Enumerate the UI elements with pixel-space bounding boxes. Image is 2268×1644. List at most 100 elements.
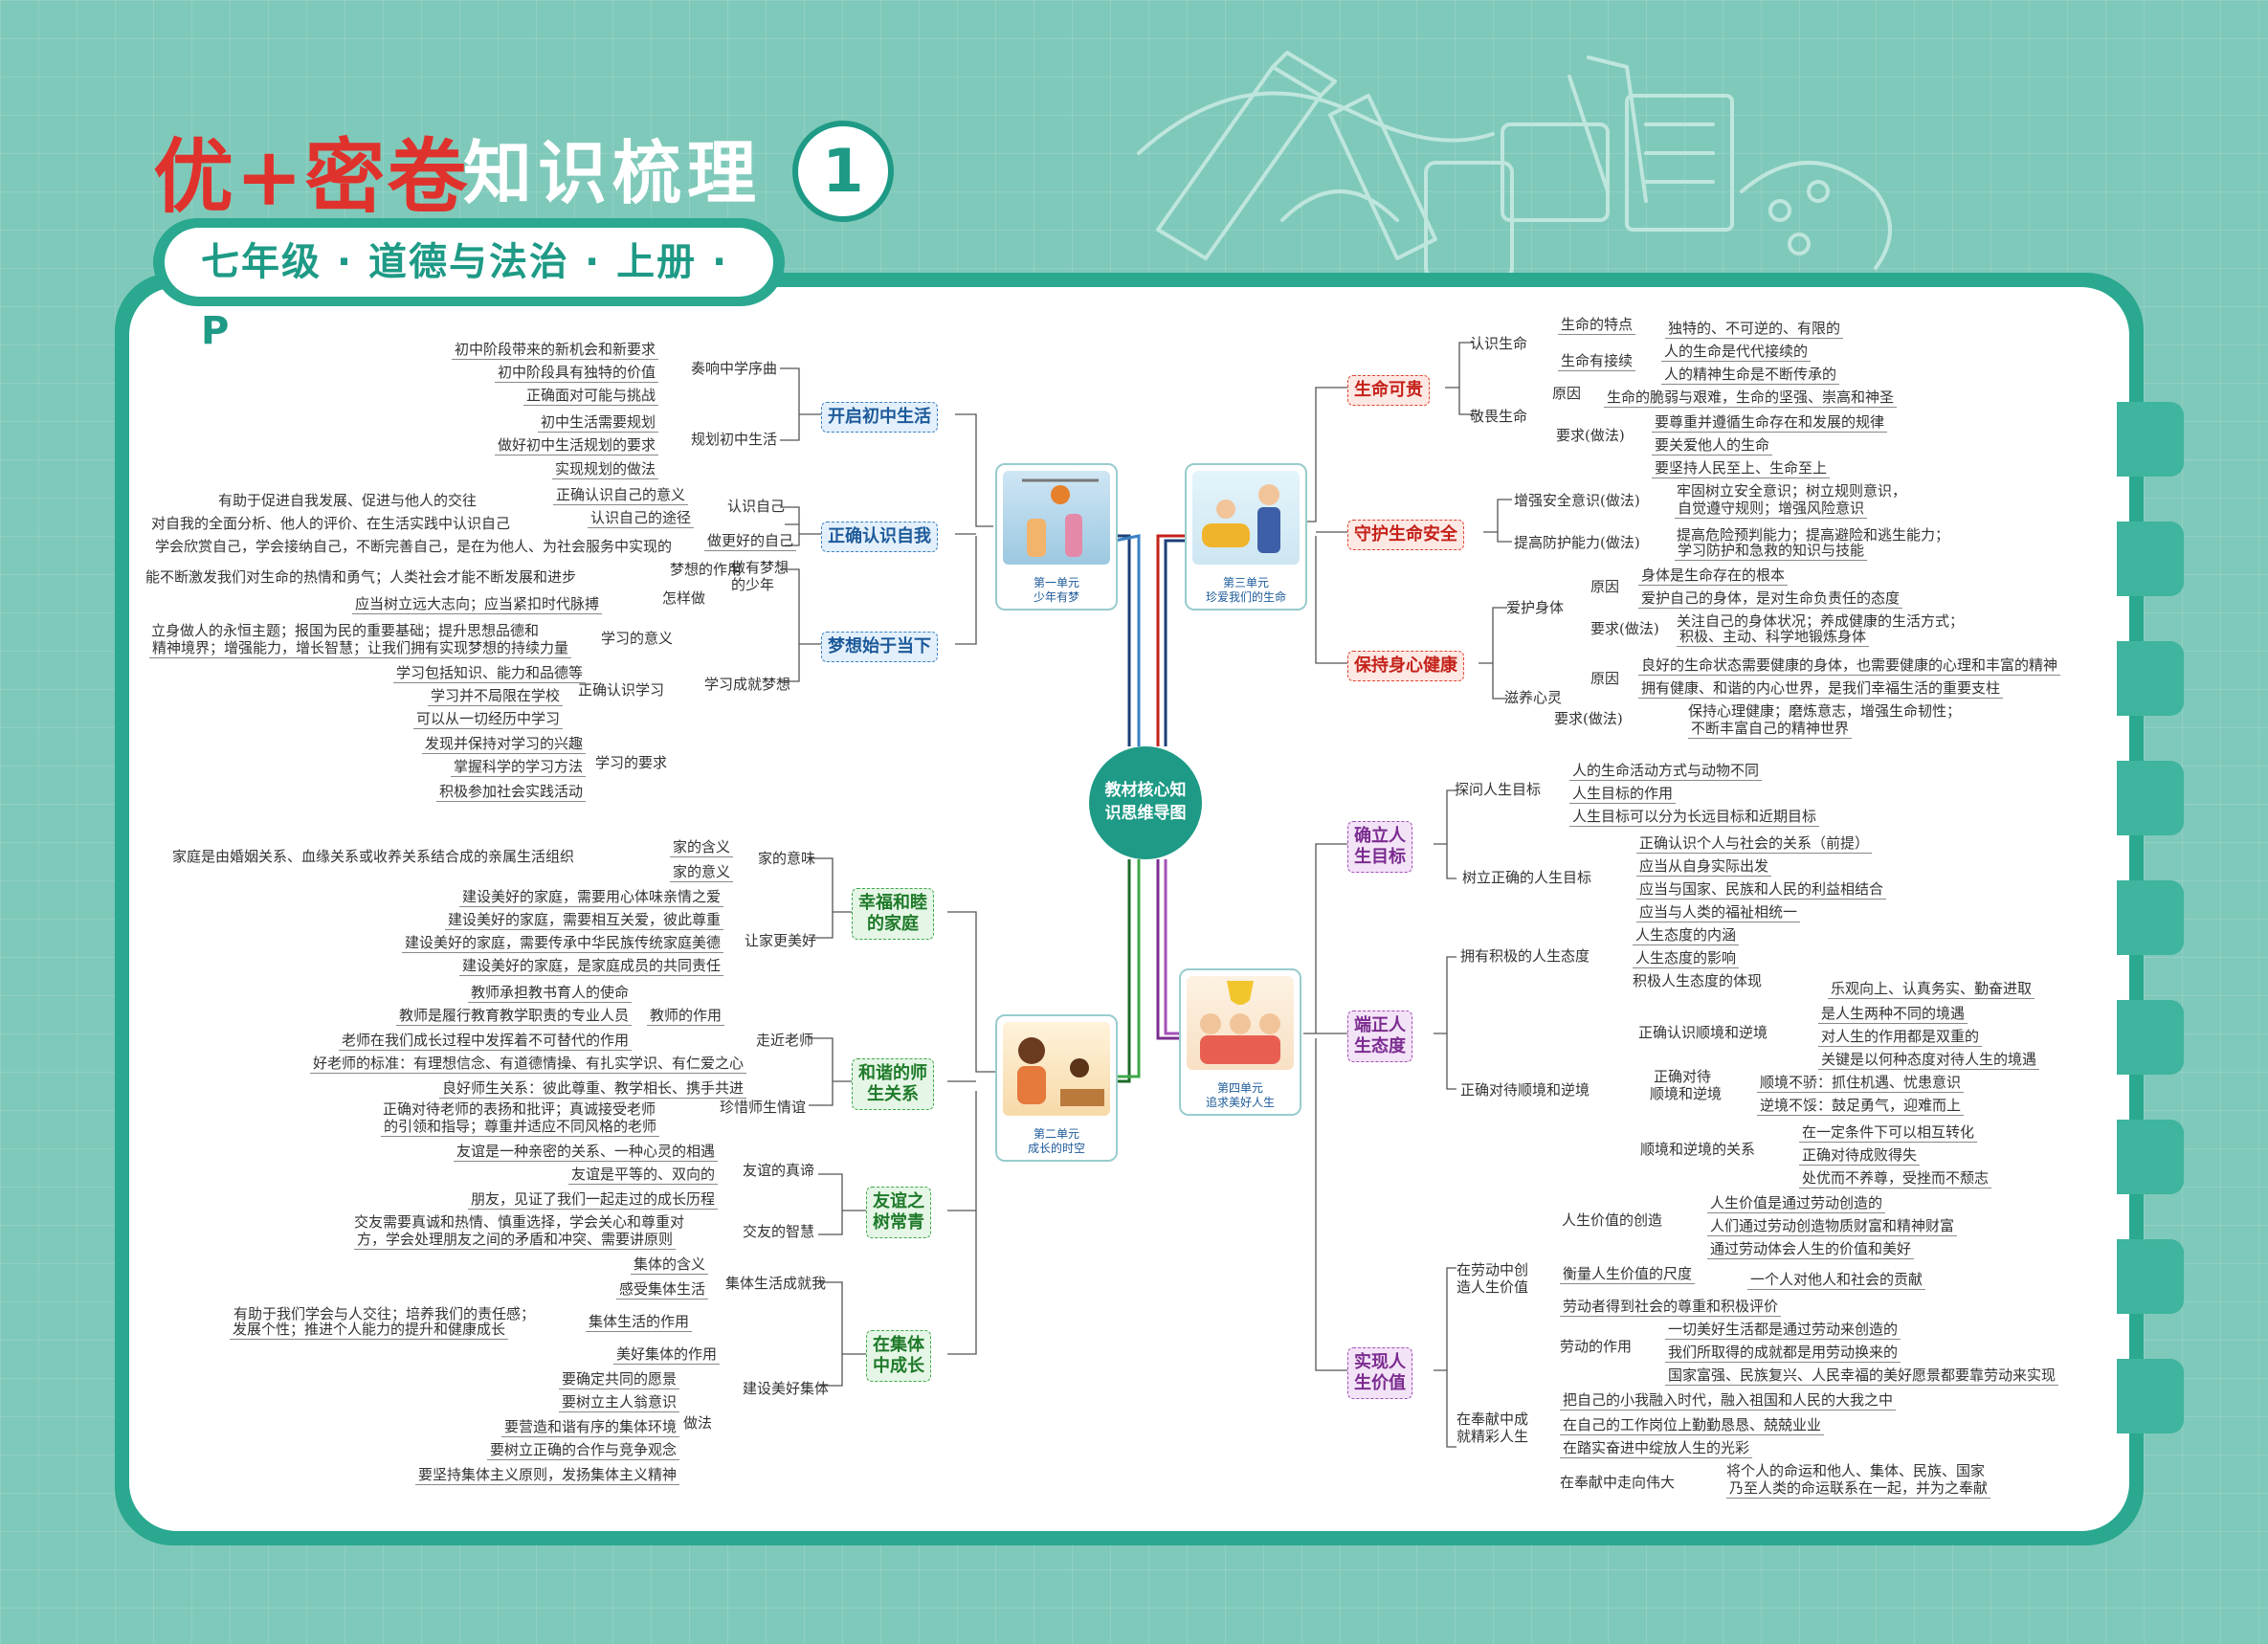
unit-card-4[interactable]: 第四单元追求美好人生 xyxy=(1179,968,1301,1116)
map-node: 学习防护和急救的知识与技能 xyxy=(1675,542,1868,561)
map-node: 友谊是一种亲密的关系、一种心灵的相遇 xyxy=(453,1143,718,1162)
map-node: 一切美好生活都是通过劳动来创造的 xyxy=(1665,1321,1901,1340)
map-node: 初中生活需要规划 xyxy=(537,413,658,433)
page-number-badge: 1 xyxy=(792,121,894,222)
map-node: 怎样做 xyxy=(662,589,706,607)
brand-text-rest: 密卷 xyxy=(304,129,470,224)
topic-box-blue[interactable]: 开启初中生活 xyxy=(821,402,938,433)
page-title: 知识梳理 xyxy=(463,133,763,213)
map-node: 交友的智慧 xyxy=(743,1223,815,1240)
map-node: 做有梦想 xyxy=(731,559,789,576)
map-node: 教师的作用 xyxy=(647,1007,725,1026)
map-node: 精神境界；增强能力，增长智慧；让我们拥有实现梦想的持续力量 xyxy=(149,639,572,658)
unit-label: 少年有梦 xyxy=(1033,590,1079,604)
teacher-icon xyxy=(1017,1037,1104,1106)
map-node: 建设美好的家庭，是家庭成员的共同责任 xyxy=(458,957,723,976)
map-node: 处优而不养尊，受挫而不颓志 xyxy=(1799,1169,1992,1189)
map-node: 爱护自己的身体，是对生命负责任的态度 xyxy=(1638,589,1903,609)
topic-box-blue[interactable]: 梦想始于当下 xyxy=(821,632,938,662)
map-node: 人生态度的影响 xyxy=(1633,949,1740,968)
topic-box-green[interactable]: 幸福和睦 的家庭 xyxy=(852,888,934,940)
topic-box-purple[interactable]: 实现人 生价值 xyxy=(1347,1347,1412,1399)
map-node: 做好初中生活规划的要求 xyxy=(494,436,658,455)
map-node: 正确对待顺境和逆境 xyxy=(1460,1081,1590,1099)
map-node: 一个人对他人和社会的贡献 xyxy=(1747,1271,1926,1290)
center-line2: 识思维导图 xyxy=(1104,804,1187,823)
map-node: 学习的要求 xyxy=(595,754,668,771)
unit-label: 第四单元 xyxy=(1216,1081,1263,1095)
map-node: 是人生两种不同的境遇 xyxy=(1818,1005,1968,1024)
map-node: 要求(做法) xyxy=(1554,710,1623,727)
map-node: 拥有积极的人生态度 xyxy=(1460,947,1590,965)
map-node: 应当树立远大志向；应当紧扣时代脉搏 xyxy=(352,595,603,614)
map-node: 在奉献中走向伟大 xyxy=(1560,1474,1676,1491)
map-node: 应当与人类的福祉相统一 xyxy=(1636,903,1801,922)
map-node: 在自己的工作岗位上勤勤恳恳、兢兢业业 xyxy=(1560,1416,1825,1435)
map-node: 要坚持集体主义原则，发扬集体主义精神 xyxy=(414,1466,679,1485)
binder-tab xyxy=(2117,522,2184,596)
map-node: 的引领和指导；尊重并适应不同风格的老师 xyxy=(381,1118,660,1137)
map-node: 可以从一切经历中学习 xyxy=(412,710,563,729)
map-node: 乐观向上、认真务实、勤奋进取 xyxy=(1828,980,2035,999)
topic-box-red[interactable]: 保持身心健康 xyxy=(1347,651,1464,681)
map-node: 学习并不局限在学校 xyxy=(427,687,563,706)
safety-illustration xyxy=(1192,471,1300,565)
map-node: 要求(做法) xyxy=(1556,427,1625,444)
map-node: 国家富强、民族复兴、人民幸福的美好愿景都要靠劳动来实现 xyxy=(1665,1366,2059,1386)
map-node: 人生态度的内涵 xyxy=(1633,926,1740,945)
binder-tab xyxy=(2117,641,2184,716)
map-node: 对人生的作用都是双重的 xyxy=(1818,1028,1983,1047)
center-node[interactable]: 教材核心知 识思维导图 xyxy=(1089,746,1202,859)
unit-card-1[interactable]: 第一单元少年有梦 xyxy=(995,463,1118,611)
map-node: 人的生命活动方式与动物不同 xyxy=(1569,762,1763,781)
map-node: 方，学会处理朋友之间的矛盾和冲突、需要讲原则 xyxy=(354,1231,677,1250)
map-node: 要确定共同的愿景 xyxy=(558,1370,679,1389)
map-node: 应当从自身实际出发 xyxy=(1636,857,1772,877)
subtitle-pill: 七年级 · 道德与法治 · 上册 · P xyxy=(165,228,773,353)
map-node: 生命的特点 xyxy=(1558,316,1636,335)
topic-box-red[interactable]: 守护生命安全 xyxy=(1347,520,1464,550)
unit-label: 追求美好人生 xyxy=(1205,1096,1275,1109)
police-icon xyxy=(1202,484,1280,553)
unit-label: 第二单元 xyxy=(1033,1127,1079,1141)
map-node: 良好师生关系：彼此尊重、教学相长、携手共进 xyxy=(438,1079,746,1099)
map-node: 建设美好集体 xyxy=(743,1380,830,1397)
topic-box-red[interactable]: 生命可贵 xyxy=(1347,375,1430,406)
unit-card-2[interactable]: 第二单元成长的时空 xyxy=(995,1014,1118,1162)
map-node: 珍惜师生情谊 xyxy=(720,1099,807,1116)
map-node: 人的精神生命是不断传承的 xyxy=(1661,366,1840,385)
map-node: 家庭是由婚姻关系、血缘关系或收养关系结合成的亲属生活组织 xyxy=(172,848,575,865)
map-node: 在踏实奋进中绽放人生的光彩 xyxy=(1560,1439,1753,1458)
map-node: 正确认识个人与社会的关系（前提） xyxy=(1636,834,1873,854)
map-node: 提高防护能力(做法) xyxy=(1514,534,1640,551)
unit-card-3[interactable]: 第三单元珍爱我们的生命 xyxy=(1185,463,1307,611)
map-node: 把自己的小我融入时代，融入祖国和人民的大我之中 xyxy=(1560,1391,1897,1411)
basketball-illustration xyxy=(1003,471,1110,565)
map-node: 在劳动中创 xyxy=(1456,1261,1529,1278)
map-node: 家的含义 xyxy=(670,838,734,857)
map-node: 顺境不骄：抓住机遇、忧患意识 xyxy=(1757,1074,1965,1093)
topic-box-purple[interactable]: 确立人 生目标 xyxy=(1347,821,1412,873)
map-node: 学习的意义 xyxy=(601,630,674,647)
topic-box-green[interactable]: 友谊之 树常青 xyxy=(866,1187,931,1238)
map-node: 正确面对可能与挑战 xyxy=(523,387,658,406)
map-node: 集体的含义 xyxy=(630,1255,708,1275)
topic-box-green[interactable]: 在集体 中成长 xyxy=(866,1330,931,1382)
map-node: 身体是生命存在的根本 xyxy=(1638,567,1789,586)
brand-plus: + xyxy=(235,129,305,224)
map-node: 在一定条件下可以相互转化 xyxy=(1799,1123,1978,1143)
topic-box-green[interactable]: 和谐的师 生关系 xyxy=(852,1058,934,1110)
topic-box-purple[interactable]: 端正人 生态度 xyxy=(1347,1011,1412,1062)
map-node: 顺境和逆境 xyxy=(1650,1085,1723,1102)
map-node: 朋友，见证了我们一起走过的成长历程 xyxy=(467,1190,718,1210)
trophy-illustration xyxy=(1187,976,1294,1070)
map-node: 牢固树立安全意识；树立规则意识， xyxy=(1677,482,1907,500)
map-node: 人生价值的创造 xyxy=(1562,1211,1663,1229)
map-node: 原因 xyxy=(1590,670,1620,687)
topic-box-blue[interactable]: 正确认识自我 xyxy=(821,522,938,552)
binder-tab xyxy=(2117,1359,2184,1433)
map-node: 要尊重并遵循生命存在和发展的规律 xyxy=(1652,413,1888,433)
basketball-icon xyxy=(1022,478,1099,557)
map-node: 的少年 xyxy=(731,576,775,593)
map-node: 顺境和逆境的关系 xyxy=(1640,1141,1756,1158)
